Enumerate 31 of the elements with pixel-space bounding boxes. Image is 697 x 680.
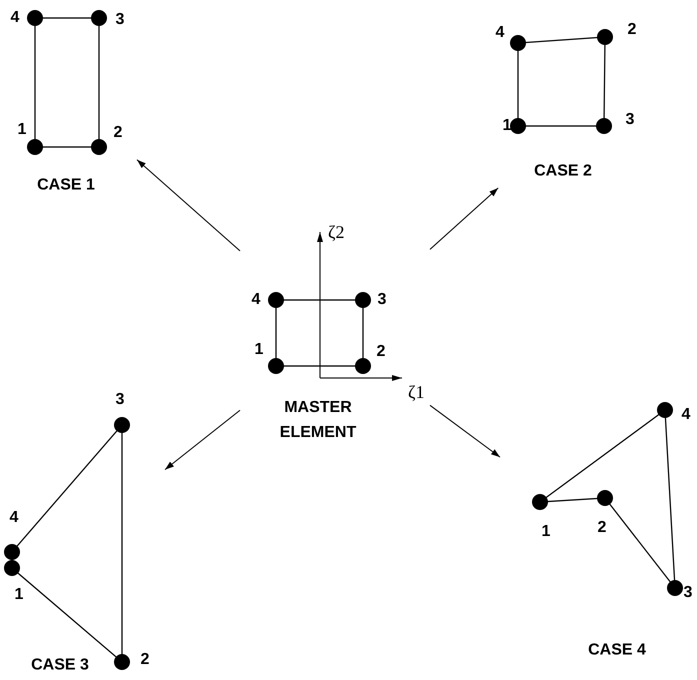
element-caption: CASE 4 bbox=[587, 640, 647, 660]
node-number: 4 bbox=[496, 24, 504, 42]
node-number: 4 bbox=[682, 406, 690, 424]
node-number: 1 bbox=[502, 117, 512, 135]
node-number: 4 bbox=[252, 291, 260, 309]
arrow bbox=[430, 188, 499, 250]
node-number: 4 bbox=[10, 9, 20, 27]
element-caption: CASE 1 bbox=[36, 176, 96, 196]
element-caption: MASTER ELEMENT bbox=[278, 398, 358, 443]
node-number: 1 bbox=[14, 586, 24, 604]
arrow bbox=[136, 159, 240, 252]
node-number: 4 bbox=[10, 509, 18, 527]
axis-label: ζ1 bbox=[408, 382, 424, 402]
node-number: 3 bbox=[626, 111, 634, 129]
node-number: 2 bbox=[376, 343, 386, 361]
node-number: 3 bbox=[116, 11, 124, 29]
arrow bbox=[164, 410, 240, 470]
node-number: 1 bbox=[18, 121, 26, 139]
arrow bbox=[430, 404, 500, 458]
node-number: 3 bbox=[378, 291, 386, 309]
element-caption: CASE 2 bbox=[533, 162, 593, 182]
node-number: 1 bbox=[542, 523, 550, 541]
node-number: 3 bbox=[684, 584, 692, 602]
node-number: 1 bbox=[254, 341, 264, 359]
node-number: 3 bbox=[116, 391, 124, 409]
axis-label: ζ2 bbox=[328, 222, 344, 242]
node-number: 2 bbox=[114, 124, 122, 142]
element-caption: CASE 3 bbox=[30, 656, 90, 676]
node-number: 2 bbox=[628, 21, 636, 39]
node-number: 2 bbox=[140, 651, 150, 669]
node-number: 2 bbox=[598, 519, 606, 537]
